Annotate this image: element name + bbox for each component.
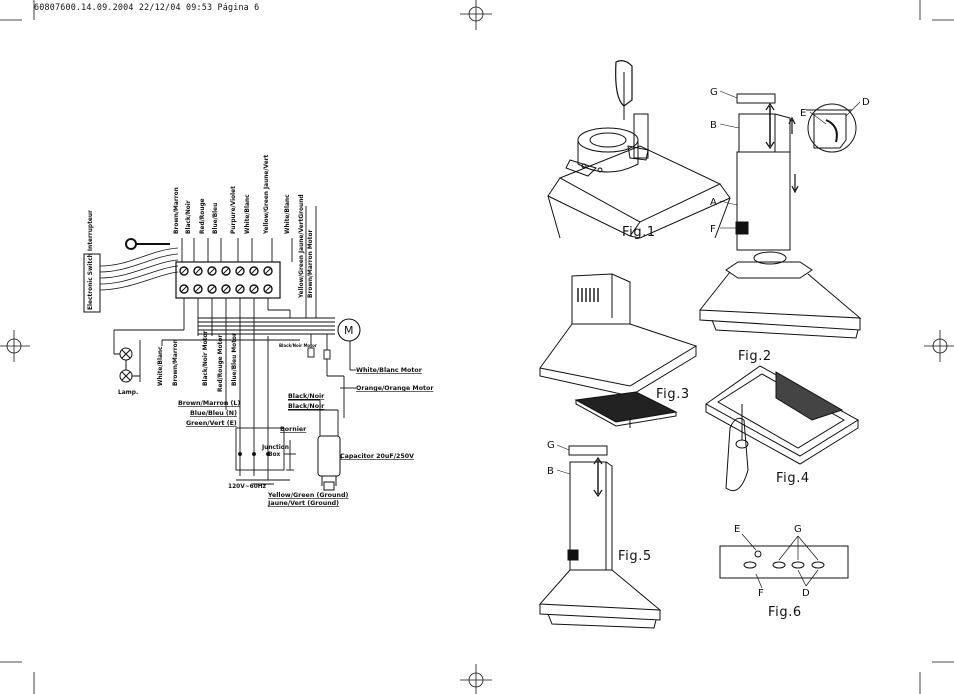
label-motor-black: Black/Noir Motor [201,331,209,386]
lower-wire-labels: White/Blanc Brown/Marron Black/Noir Moto… [118,331,317,396]
label-yellow-green-1: Yellow/Green Jaune/Vert [262,154,270,235]
junction-box [225,336,296,485]
fig6-letter-f: F [758,588,764,599]
fig5-label: Fig.5 [618,549,652,564]
ground-ring-terminal [125,238,170,250]
label-junction: Junction [261,443,289,451]
motor-right-labels: White/Blanc Motor Orange/Orange Motor Bl… [288,367,434,410]
label-orange-motor: Orange/Orange Motor [356,385,434,392]
label-small-black-motor: Black/Noir Motor [279,343,317,348]
label-lamp: Lamp. [118,388,138,396]
fig3-illustration [539,273,698,428]
fig6-label: Fig.6 [768,605,802,620]
label-red-rouge: Red/Rouge [198,198,206,234]
label-white-blanc-1: White/Blanc [243,194,251,234]
label-purple-violet: Purpure/Violet [229,186,237,234]
lamp-symbols [114,347,140,383]
label-motor-red: Red/Rouge Motor [216,335,224,392]
label-blue-n: Blue/Bleu (N) [190,410,237,417]
label-motor-blue: Blue/Bleu Motor [230,333,238,386]
motor-connectors [307,334,356,408]
label-ground-1: Yellow/Green (Ground) [267,492,348,499]
fig2-illustration [699,93,862,339]
mains-labels: Brown/Marron (L) Blue/Bleu (N) Green/Ver… [178,400,348,507]
fig5-illustration [538,445,662,629]
label-brown-l: Brown/Marron (L) [178,400,240,407]
fig6-letter-e: E [734,524,740,535]
label-black-noir: Black/Noir [184,200,192,234]
top-wires [181,206,317,318]
fig2-letter-f: F [710,224,716,235]
label-brown-marron: Brown/Marron [172,187,180,234]
label-switch: Electronic Switch Interrupteur [86,210,94,310]
fig5-letters: G B [547,440,555,477]
fig2-letter-g: G [710,87,718,98]
fig2-leaders [719,90,861,229]
label-box: Box [268,450,280,458]
label-capacitor: Capacitor 20uF/250V [340,453,414,460]
fig2-letter-e: E [800,108,806,119]
fig3-label: Fig.3 [656,387,690,402]
fig2-letter-b: B [710,120,717,131]
fig6-letter-g: G [794,524,802,535]
label-supply: 120V~60Hz [228,482,267,490]
label-bornier: Bornier [280,426,307,433]
label-black-noir-1: Black/Noir [288,393,325,400]
switch-wires [99,247,179,291]
motor-label: M [344,324,354,337]
label-white-blanc-2: White/Blanc [283,194,291,234]
electronic-switch-box [83,253,101,313]
label-lamp-brown: Brown/Marron [171,339,179,386]
print-header: 60807600.14.09.2004 22/12/04 09:53 Págin… [34,2,260,12]
top-wire-labels: Brown/Marron Black/Noir Red/Rouge Blue/B… [86,154,314,310]
label-lamp-white: White/Blanc [156,346,164,386]
fig2-label: Fig.2 [738,349,772,364]
capacitor-wires [288,399,345,436]
fig2-letters: G B E D A F [710,87,870,235]
motor-symbol [337,318,361,342]
wiring-diagram: Brown/Marron Black/Noir Red/Rouge Blue/B… [83,154,434,507]
label-white-blanc-motor: White/Blanc Motor [356,367,423,374]
fig4-illustration [705,365,859,492]
fig2-letter-a: A [710,197,717,208]
fig5-leaders [556,444,571,475]
fig5-letter-b: B [547,466,554,477]
fig5-letter-g: G [547,440,555,451]
fig4-label: Fig.4 [776,471,810,486]
fig6-illustration [719,533,849,589]
label-blue-bleu: Blue/Bleu [211,203,219,234]
capacitor [317,435,342,491]
label-yellow-green-ground: Yellow/Green Jaune/VertGround [297,194,305,299]
label-black-noir-2: Black/Noir [288,403,325,410]
fig2-letter-d: D [862,97,870,108]
label-green-e: Green/Vert (E) [186,420,237,427]
label-ground-2: Jaune/Vert (Ground) [267,500,339,507]
fig6-letters: E G F D [734,524,810,599]
lower-wires [113,298,335,382]
fig1-label: Fig.1 [622,225,656,240]
terminal-block [175,261,281,299]
fig1-illustration [547,60,731,239]
fig6-letter-d: D [802,588,810,599]
label-brown-motor: Brown/Marron Motor [306,230,314,298]
